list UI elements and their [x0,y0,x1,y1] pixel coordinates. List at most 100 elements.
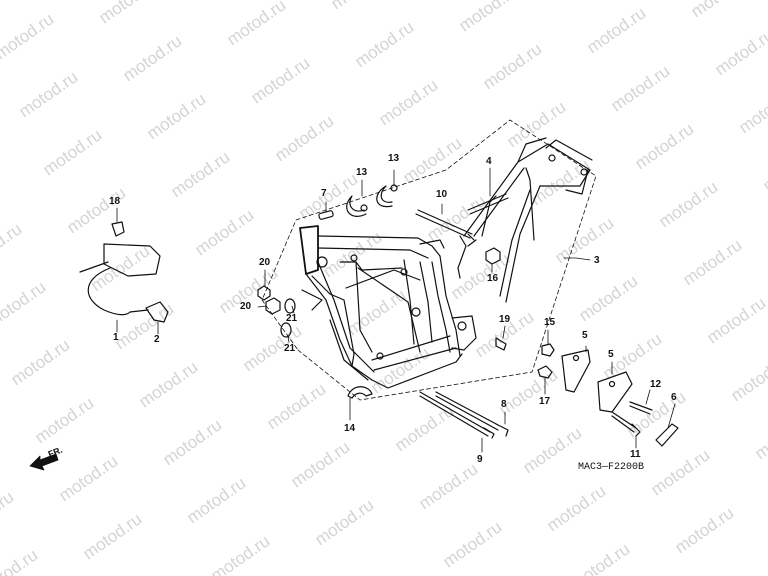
watermark-text: motod.ru [95,0,161,27]
watermark-text: motod.ru [79,509,145,563]
callout-20a: 20 [259,257,271,268]
watermark-text: motod.ru [343,285,409,339]
front-direction-arrow [29,453,59,471]
watermark-text: motod.ru [239,321,305,375]
callout-13a: 13 [356,167,368,178]
spark-plug-cap [145,301,169,323]
watermark-text: motod.ru [647,445,713,499]
engine-plate-5-left [561,349,591,393]
watermark-text: motod.ru [479,39,545,93]
watermark-text: motod.ru [0,277,49,331]
watermark-text: motod.ru [711,25,768,79]
callout-5b: 5 [608,349,614,360]
watermark-text: motod.ru [143,89,209,143]
watermark-text: motod.ru [759,141,768,195]
callout-7: 7 [321,188,327,199]
watermark-text: motod.ru [503,97,569,151]
watermark-text: motod.ru [727,351,768,405]
washer-21-bottom [280,322,292,338]
watermark-text: motod.ru [223,0,289,49]
watermark-text: motod.ru [311,495,377,549]
bolt-8 [435,391,509,437]
watermark-text: motod.ru [0,9,57,63]
watermark-text: motod.ru [423,191,489,245]
watermark-text: motod.ru [327,0,393,13]
watermark-text: motod.ru [207,531,273,576]
watermark-text: motod.ru [159,415,225,469]
callout-21a: 21 [286,313,298,324]
watermark-text: motod.ru [447,249,513,303]
watermark-text: motod.ru [271,111,337,165]
watermark-text: motod.ru [391,401,457,455]
watermark-text: motod.ru [247,53,313,107]
watermark-text: motod.ru [455,0,521,35]
coil-wire [87,267,131,316]
watermark-text: motod.ru [87,241,153,295]
watermark-text: motod.ru [679,235,745,289]
callout-10: 10 [436,189,448,200]
nut-15 [541,343,555,357]
watermark-text: motod.ru [543,481,609,535]
bolt-10 [415,209,475,241]
watermark-text: motod.ru [575,271,641,325]
watermark-text: motod.ru [399,133,465,187]
watermark-text: motod.ru [7,335,73,389]
watermark-text: motod.ru [0,0,33,5]
collar-7 [318,210,334,220]
watermark-text: motod.ru [439,517,505,571]
callout-18: 18 [109,196,121,207]
watermark-text: motod.ru [263,379,329,433]
bolt-19 [495,337,507,351]
callout-4: 4 [486,156,492,167]
watermark-text: motod.ru [119,31,185,85]
watermark-text: motod.ru [39,125,105,179]
callout-9: 9 [477,454,483,465]
callout-16: 16 [487,273,499,284]
callout-3: 3 [594,255,600,266]
watermark-text: motod.ru [63,183,129,237]
callout-6: 6 [671,392,677,403]
watermark-text: motod.ru [655,177,721,231]
callout-17: 17 [539,396,551,407]
watermark-text: motod.ru [519,423,585,477]
callout-1: 1 [113,332,119,343]
watermark-text: motod.ru [567,539,633,576]
bolt-4 [467,193,509,215]
watermark-text: motod.ru [687,0,753,21]
watermark-text: motod.ru [607,61,673,115]
watermark-text: motod.ru [415,459,481,513]
watermark-text: motod.ru [191,205,257,259]
watermark-text: motod.ru [671,503,737,557]
watermark-text: motod.ru [287,437,353,491]
callout-8: 8 [501,399,507,410]
watermark-text: motod.ru [751,409,768,463]
engine-plate-5-right [597,371,633,413]
callout-11: 11 [630,449,641,460]
watermark-text: motod.ru [703,293,768,347]
nut-20-top [257,285,271,301]
watermark-text: motod.ru [0,161,1,215]
frame-group-outline [261,119,597,401]
watermark-text: motod.ru [527,155,593,209]
watermark-text: motod.ru [319,227,385,281]
watermark-text: motod.ru [15,67,81,121]
watermark-text: motod.ru [583,3,649,57]
callout-15: 15 [544,317,556,328]
bolt-11 [611,411,641,437]
main-frame [299,225,477,389]
bolt-9 [419,391,495,439]
callout-2: 2 [154,334,160,345]
nut-16 [485,247,501,265]
watermark-text: motod.ru [0,219,25,273]
callout-21b: 21 [284,343,296,354]
callout-14: 14 [344,423,356,434]
watermark-text: motod.ru [375,75,441,129]
watermark-text: motod.ru [631,119,697,173]
callout-12: 12 [650,379,662,390]
watermark-text: motod.ru [0,487,17,541]
washer-21-top [284,298,296,314]
watermark-text: motod.ru [55,451,121,505]
